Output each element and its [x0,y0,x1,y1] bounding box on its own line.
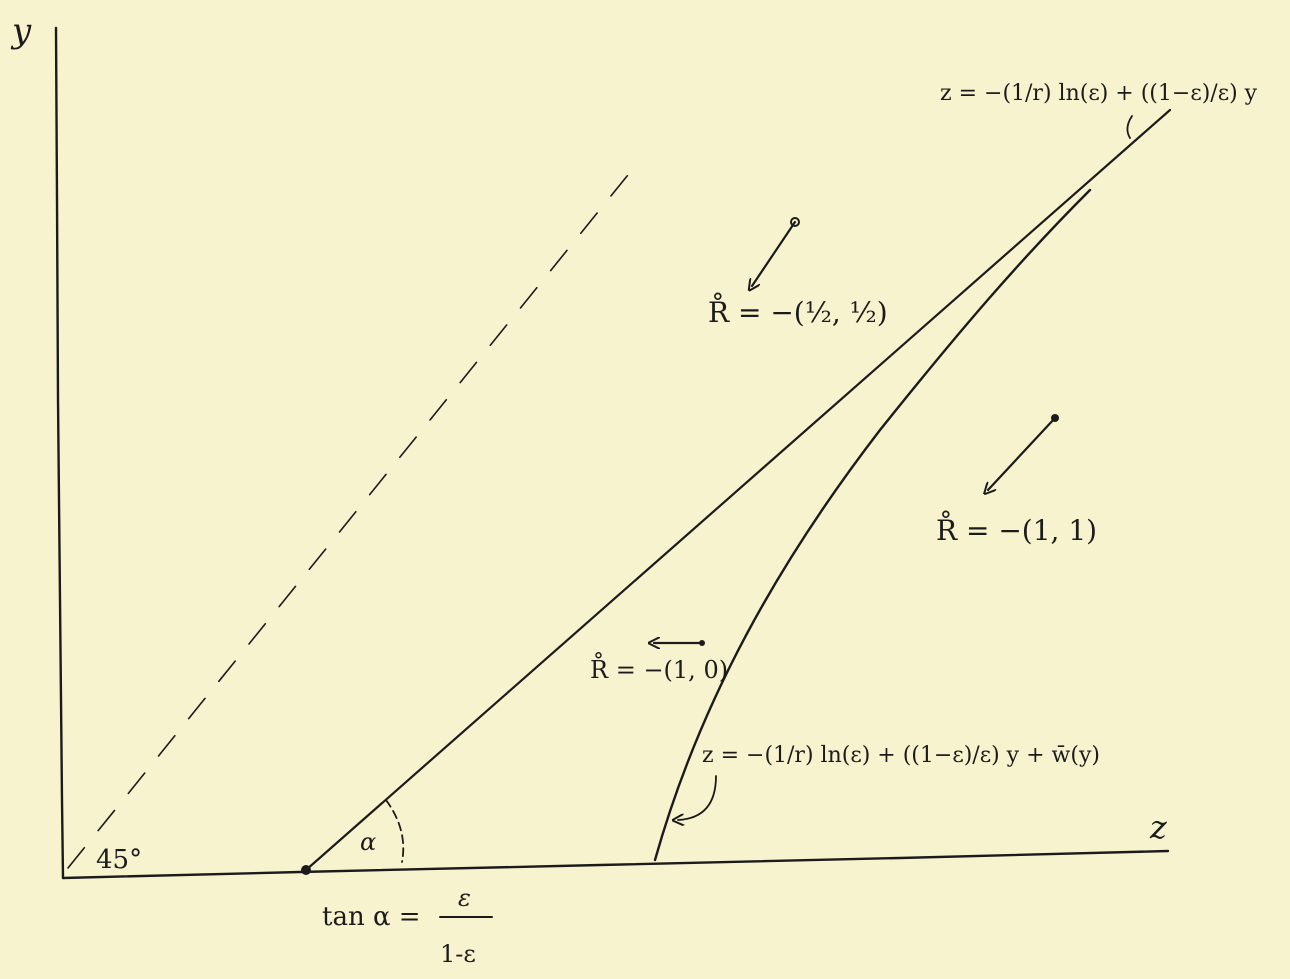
lower-curve-formula: z = −(1/r) ln(ε) + ((1−ε)/ε) y + w̄(y) [702,743,1100,768]
angle-45-label: 45° [96,845,142,875]
upper-boundary-line [304,108,1172,872]
middle-region-start-point [790,217,800,227]
middle-region-label: R̊ = −(½, ½) [708,292,888,329]
right-region-arrow [988,416,1057,490]
tan-alpha-numerator: ε [458,884,471,912]
tan-alpha-lhs: tan α = [322,902,421,932]
dashed-45-degree-line [67,159,641,869]
right-region-label: R̊ = −(1, 1) [936,510,1097,547]
lower-curve-pointer-arrow [678,775,717,820]
middle-region-arrow [752,220,797,286]
z-axis-line [61,849,1170,880]
origin-point-dot [301,865,311,875]
y-axis-line [54,26,65,880]
tan-alpha-denominator: 1-ε [440,940,476,968]
upper-curve-pointer-arrow [1126,115,1133,139]
lower-boundary-curve [653,188,1092,862]
z-axis-label: z [1149,808,1168,846]
alpha-arc [385,799,405,863]
upper-curve-formula: z = −(1/r) ln(ε) + ((1−ε)/ε) y [940,81,1258,106]
alpha-label: α [360,828,376,856]
y-axis-label: y [10,11,32,51]
left-region-label: R̊ = −(1, 0) [590,652,728,684]
